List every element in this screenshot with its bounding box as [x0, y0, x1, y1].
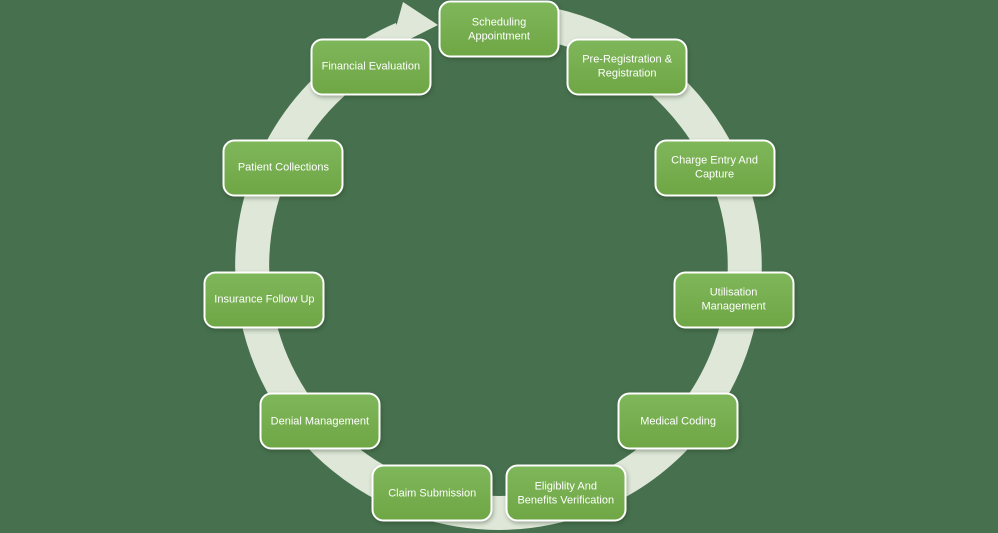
node-label-line: Capture [695, 168, 735, 181]
cycle-node-claim-submission: Claim Submission [371, 464, 493, 522]
node-label-line: Financial Evaluation [321, 60, 421, 73]
node-label-line: Management [701, 300, 766, 313]
cycle-node-patient-collections: Patient Collections [222, 139, 344, 197]
cycle-node-denial-management: Denial Management [259, 392, 381, 450]
cycle-node-pre-registration-registration: Pre-Registration &Registration [566, 38, 688, 96]
node-label-line: Denial Management [270, 415, 370, 428]
node-label-line: Registration [597, 67, 657, 80]
cycle-node-insurance-follow-up: Insurance Follow Up [203, 271, 325, 329]
node-label-line: Claim Submission [388, 487, 477, 500]
node-label-line: Eligiblity And [534, 480, 597, 493]
node-label-line: Benefits Verification [517, 494, 615, 507]
node-label-line: Scheduling [471, 16, 527, 28]
node-label-line: Insurance Follow Up [214, 293, 315, 306]
node-label-line: Charge Entry And [671, 154, 758, 167]
cycle-node-financial-evaluation: Financial Evaluation [310, 38, 432, 96]
cycle-node-medical-coding: Medical Coding [617, 392, 739, 450]
node-label-line: Patient Collections [237, 161, 329, 174]
node-label-line: Appointment [468, 30, 530, 42]
node-label-line: Medical Coding [640, 415, 717, 428]
node-label-line: Pre-Registration & [582, 53, 673, 66]
node-label-line: Utilisation [709, 286, 758, 299]
cycle-arrow-head-icon [390, 2, 438, 49]
